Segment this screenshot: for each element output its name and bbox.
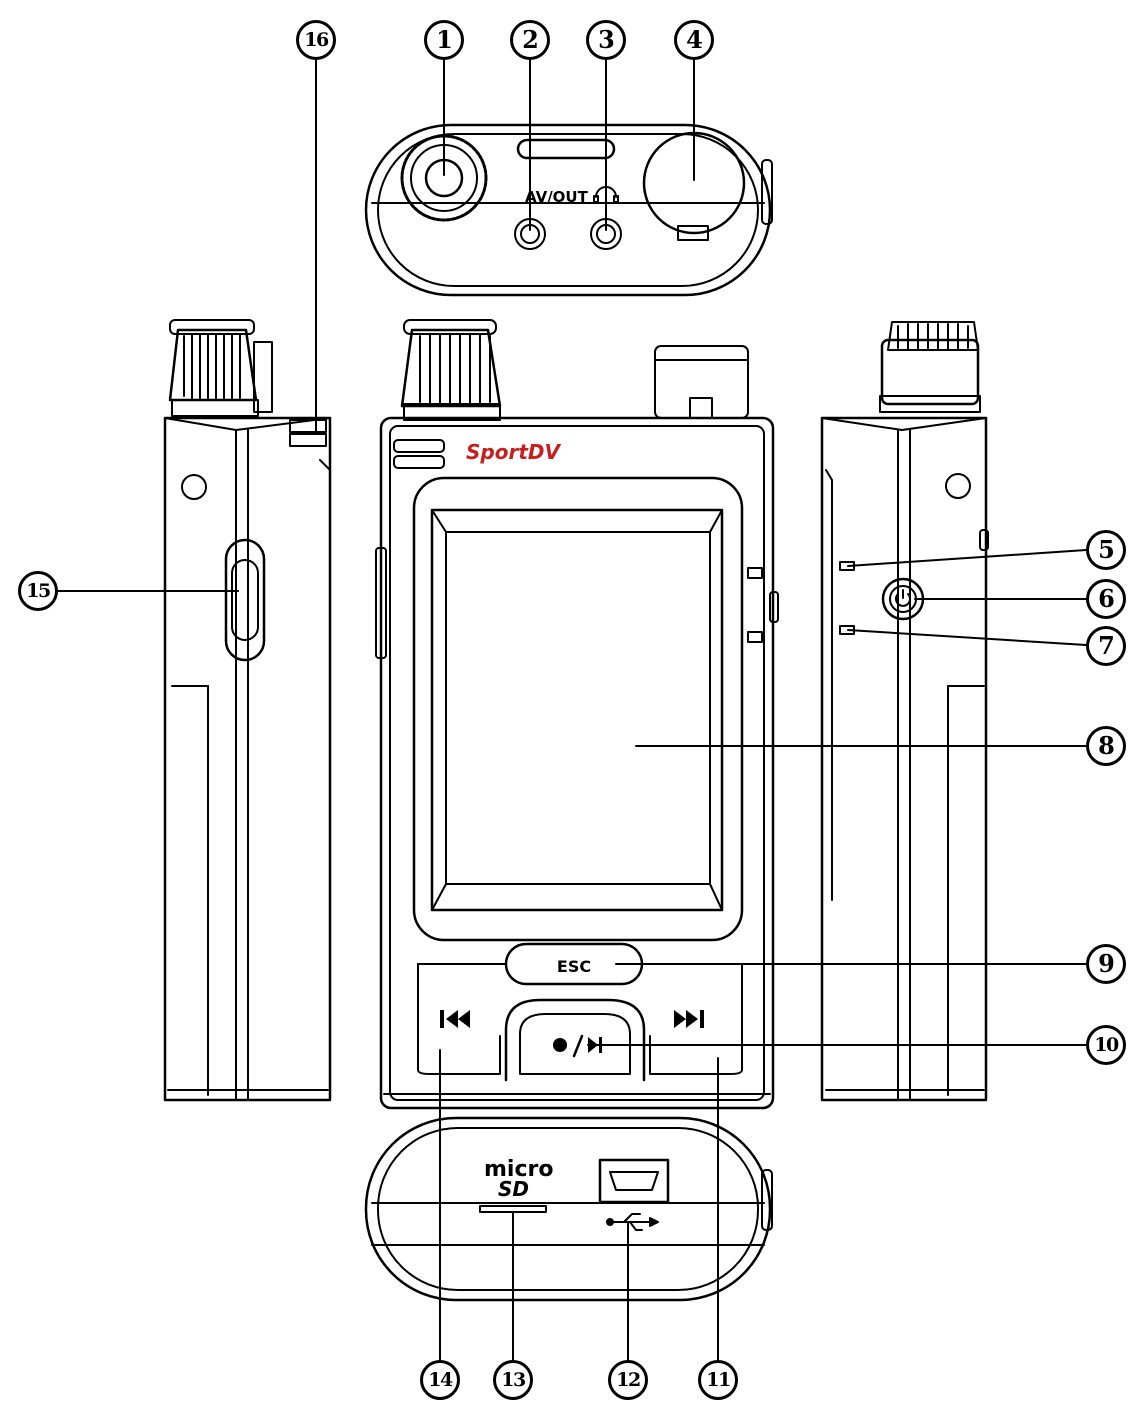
brand-logo: SportDV [466,440,561,464]
microsd-logo: micro SD [484,1157,553,1201]
svg-text:micro: micro [484,1157,553,1182]
dial-knob-front [400,319,502,421]
skip-next-icon [674,1010,704,1028]
callout-6: 6 [1086,579,1126,619]
front-view: SportDV ESC [375,319,779,1110]
callout-15: 15 [18,571,58,611]
record-play-button [504,998,646,1082]
power-icon [895,593,911,607]
bottom-view: micro SD [364,1116,773,1302]
dial-knob-left [168,319,259,417]
lcd-screen [430,508,724,912]
callout-10: 10 [1086,1025,1126,1065]
av-out-label: AV/OUT [525,188,589,206]
callout-2: 2 [510,20,550,60]
callout-7: 7 [1086,626,1126,666]
callout-12: 12 [608,1360,648,1400]
esc-label: ESC [557,957,591,976]
callout-11: 11 [698,1360,738,1400]
left-side-view [163,319,332,1102]
skip-previous-icon [440,1010,470,1028]
callout-3: 3 [586,20,626,60]
callout-13: 13 [493,1360,533,1400]
callout-5: 5 [1086,530,1126,570]
right-side-view [820,321,989,1102]
callout-1: 1 [424,20,464,60]
callout-4: 4 [674,20,714,60]
leader-lines [57,57,1087,1363]
callout-9: 9 [1086,944,1126,984]
callout-16: 16 [296,20,336,60]
usb-port [598,1158,670,1204]
callout-14: 14 [420,1360,460,1400]
callout-8: 8 [1086,726,1126,766]
top-view: AV/OUT [364,123,773,297]
usb-icon [606,1213,659,1231]
dial-knob-right [879,321,981,413]
side-button-left [224,538,266,662]
svg-text:SD: SD [498,1177,529,1201]
